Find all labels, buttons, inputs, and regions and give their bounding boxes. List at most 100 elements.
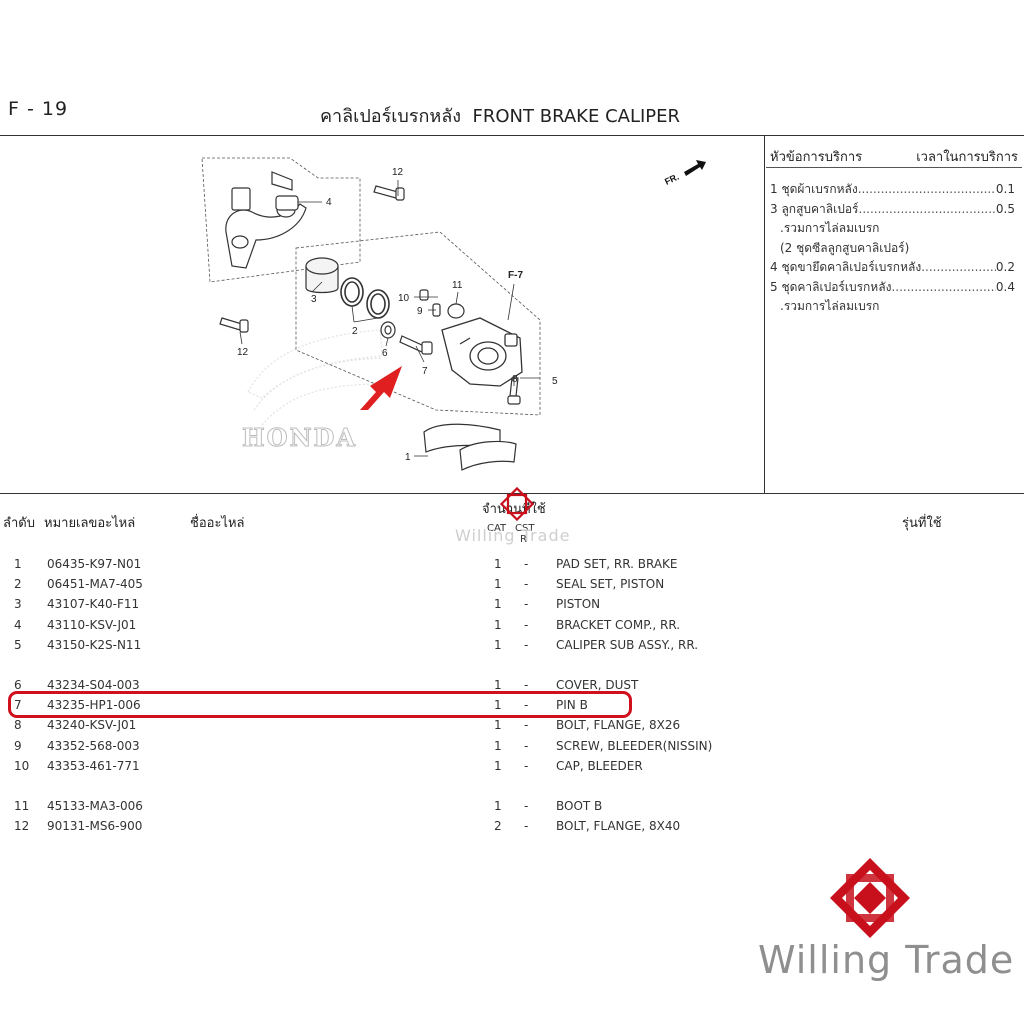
- row-qty-cat: 1: [494, 758, 502, 773]
- row-part-number: 45133-MA3-006: [47, 799, 143, 813]
- service-row-note: .รวมการไล่ลมเบรก: [780, 299, 880, 313]
- row-qty-cat: 1: [494, 577, 502, 592]
- row-part-number: 90131-MS6-900: [47, 819, 143, 834]
- table-row: 206451-MA7-405ชุดซีลลูกสูบคาลิเปอร์1-SEA…: [0, 574, 1024, 594]
- table-row: 543150-K2S-N11ชุดคาลิเปอร์เบรกหลัง1-CALI…: [0, 635, 1024, 655]
- row-qty-cat: 1: [494, 698, 502, 713]
- table-row: 443110-KSV-J01ชุดขายึดคาลิเปอร์เบรกหลัง1…: [0, 615, 1024, 635]
- row-part-number: 43353-461-771: [47, 758, 140, 773]
- row-part-name-english: BRACKET COMP., RR.: [556, 617, 681, 632]
- highlight-arrow: [360, 366, 402, 410]
- row-qty-cat: 1: [494, 617, 502, 632]
- callout-2: 2: [352, 326, 358, 337]
- header-divider: [0, 135, 1024, 136]
- willing-trade-logo-small-icon: [499, 486, 535, 522]
- row-number: 1: [14, 557, 22, 571]
- row-qty-cat: 2: [494, 819, 502, 834]
- service-row-label: 4 ชุดขายึดคาลิเปอร์เบรกหลัง: [770, 260, 922, 274]
- row-number: 11: [14, 799, 30, 813]
- row-part-number: 43240-KSV-J01: [47, 718, 137, 733]
- watermark-small: Willing Trade: [455, 526, 571, 545]
- row-number: 4: [14, 617, 22, 632]
- column-header-models: รุ่นที่ใช้: [902, 516, 942, 531]
- row-number: 5: [14, 637, 22, 652]
- row-qty-cst: -: [524, 597, 529, 612]
- row-part-name-english: CALIPER SUB ASSY., RR.: [556, 637, 699, 652]
- row-number: 2: [14, 577, 22, 592]
- row-part-name-english: CAP, BLEEDER: [556, 758, 643, 773]
- service-row-label: 1 ชุดผ้าเบรกหลัง: [770, 182, 858, 196]
- service-row-leader: [921, 258, 996, 278]
- row-qty-cat: 1: [494, 557, 502, 571]
- column-header-part-no: หมายเลขอะไหล่: [44, 516, 136, 531]
- callout-12-bottom: 12: [237, 347, 249, 358]
- row-qty-cst: -: [524, 637, 529, 652]
- callout-1: 1: [405, 452, 411, 463]
- service-row-leader: [858, 180, 996, 200]
- row-qty-cst: -: [524, 758, 529, 773]
- service-row-label: 5 ชุดคาลิเปอร์เบรกหลัง: [770, 279, 892, 294]
- column-header-qty-cst: CST: [515, 523, 535, 534]
- row-part-number: 43110-KSV-J01: [47, 617, 137, 632]
- service-panel-divider: [764, 135, 765, 493]
- column-header-no: ลำดับ: [3, 516, 35, 531]
- row-qty-cst: -: [524, 698, 529, 713]
- row-qty-cat: 1: [494, 597, 502, 612]
- callout-12-top: 12: [392, 167, 404, 178]
- column-header-qty-cat: CAT: [487, 523, 507, 534]
- row-qty-cst: -: [524, 738, 529, 753]
- leader-lines: [239, 180, 540, 457]
- row-part-name-english: PIN B: [556, 698, 588, 713]
- row-number: 7: [14, 698, 22, 713]
- service-row-leader: [859, 200, 996, 220]
- column-header-part-name: ชื่ออะไหล่: [190, 516, 245, 531]
- row-part-name-english: BOLT, FLANGE, 8X26: [556, 718, 681, 733]
- service-row-time: 0.5: [995, 201, 1015, 216]
- row-qty-cst: -: [524, 799, 529, 813]
- service-row-time: 0.2: [995, 260, 1015, 274]
- service-header-rule: [766, 167, 1022, 168]
- row-qty-cst: -: [524, 617, 529, 632]
- service-row: 3 ลูกสูบคาลิเปอร์ 0.5: [770, 200, 1015, 220]
- page-code: F - 19: [8, 98, 69, 120]
- row-qty-cst: -: [524, 718, 529, 733]
- service-row-label: 3 ลูกสูบคาลิเปอร์: [770, 201, 859, 216]
- service-row: 4 ชุดขายึดคาลิเปอร์เบรกหลัง 0.2: [770, 258, 1015, 278]
- row-qty-cat: 1: [494, 718, 502, 733]
- seal-set-part: [340, 277, 390, 319]
- row-qty-cat: 1: [494, 738, 502, 753]
- honda-wing-watermark: [247, 329, 385, 426]
- callout-6: 6: [382, 348, 388, 359]
- row-qty-cst: -: [524, 577, 529, 592]
- callout-11: 11: [452, 280, 463, 291]
- row-qty-cst: -: [524, 678, 529, 692]
- service-time-header: เวลาในการบริการ: [916, 150, 1018, 165]
- callout-9: 9: [417, 306, 423, 317]
- row-part-name-english: SCREW, BLEEDER(NISSIN): [556, 738, 713, 753]
- page-title-thai: คาลิเปอร์เบรกหลัง: [320, 106, 462, 127]
- row-qty-cst: -: [524, 557, 529, 571]
- exploded-parts-diagram: HONDA: [201, 157, 706, 471]
- service-row-leader: [891, 278, 995, 298]
- caliper-body-part: [441, 317, 523, 387]
- row-part-name-english: BOLT, FLANGE, 8X40: [556, 819, 681, 834]
- row-part-name-english: BOOT B: [556, 799, 603, 813]
- row-part-number: 43107-K40-F11: [47, 597, 140, 612]
- pin-b-part: [399, 335, 433, 355]
- callout-4: 4: [326, 197, 332, 208]
- row-part-name-english: PISTON: [556, 597, 601, 612]
- bleeder-parts: [419, 289, 465, 319]
- callout-10: 10: [398, 293, 410, 304]
- row-part-name-english: SEAL SET, PISTON: [556, 577, 665, 592]
- service-row-note: .รวมการไล่ลมเบรก: [780, 221, 880, 235]
- dust-cover-part: [380, 321, 396, 339]
- row-number: 12: [14, 819, 30, 834]
- table-row: 1043353-461-771จุกปิดสกรูไล่ลมเบรก1-CAP,…: [0, 756, 1024, 776]
- callout-3: 3: [311, 294, 317, 305]
- row-part-number: 43234-S04-003: [47, 678, 140, 692]
